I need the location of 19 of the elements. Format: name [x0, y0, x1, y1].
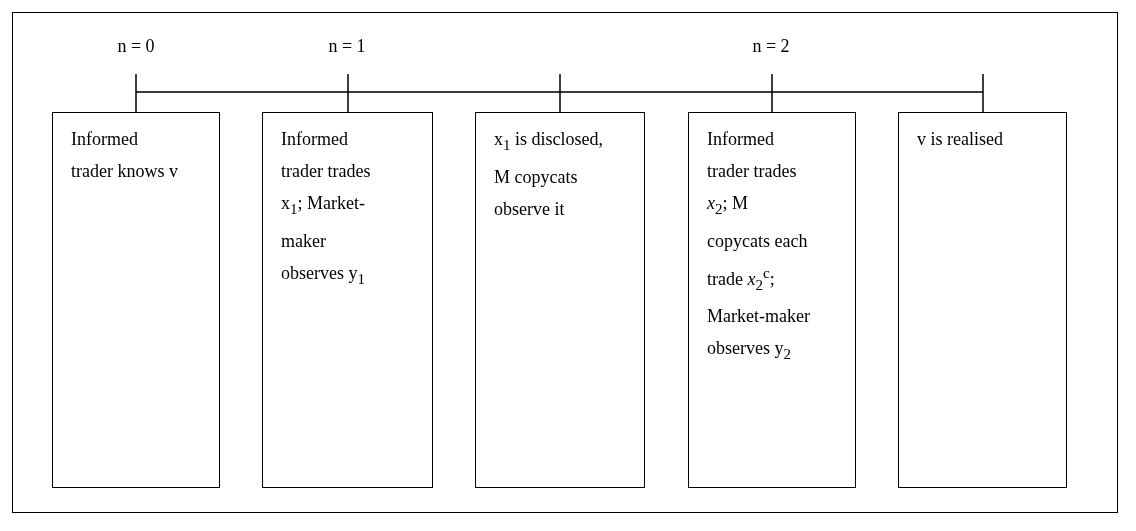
period-label: n = 2: [752, 36, 790, 57]
event-box: [262, 112, 433, 488]
timeline-bar: [135, 73, 984, 93]
event-box: [475, 112, 645, 488]
event-box: [688, 112, 856, 488]
event-text: x$_{1}$ is disclosed, M copycats observe it: [494, 128, 604, 221]
connector-line: [982, 91, 984, 113]
event-box: [898, 112, 1067, 488]
connector-line: [559, 91, 561, 113]
connector-line: [347, 91, 349, 113]
event-text: Informed trader trades x$_{1}$; Market-maker observes y$_{1}$: [281, 128, 372, 289]
event-text: Informed trader trades x$_{2}$; M copycats each trade x$_{2}$$^{c}$; Market-maker observes y$_{2}$: [707, 128, 811, 364]
event-text: Informed trader knows v: [71, 128, 179, 183]
event-text: v is realised: [917, 128, 1004, 151]
period-label: n = 1: [328, 36, 366, 57]
connector-line: [135, 91, 137, 113]
connector-line: [771, 91, 773, 113]
period-label: n = 0: [117, 36, 155, 57]
event-box: [52, 112, 220, 488]
